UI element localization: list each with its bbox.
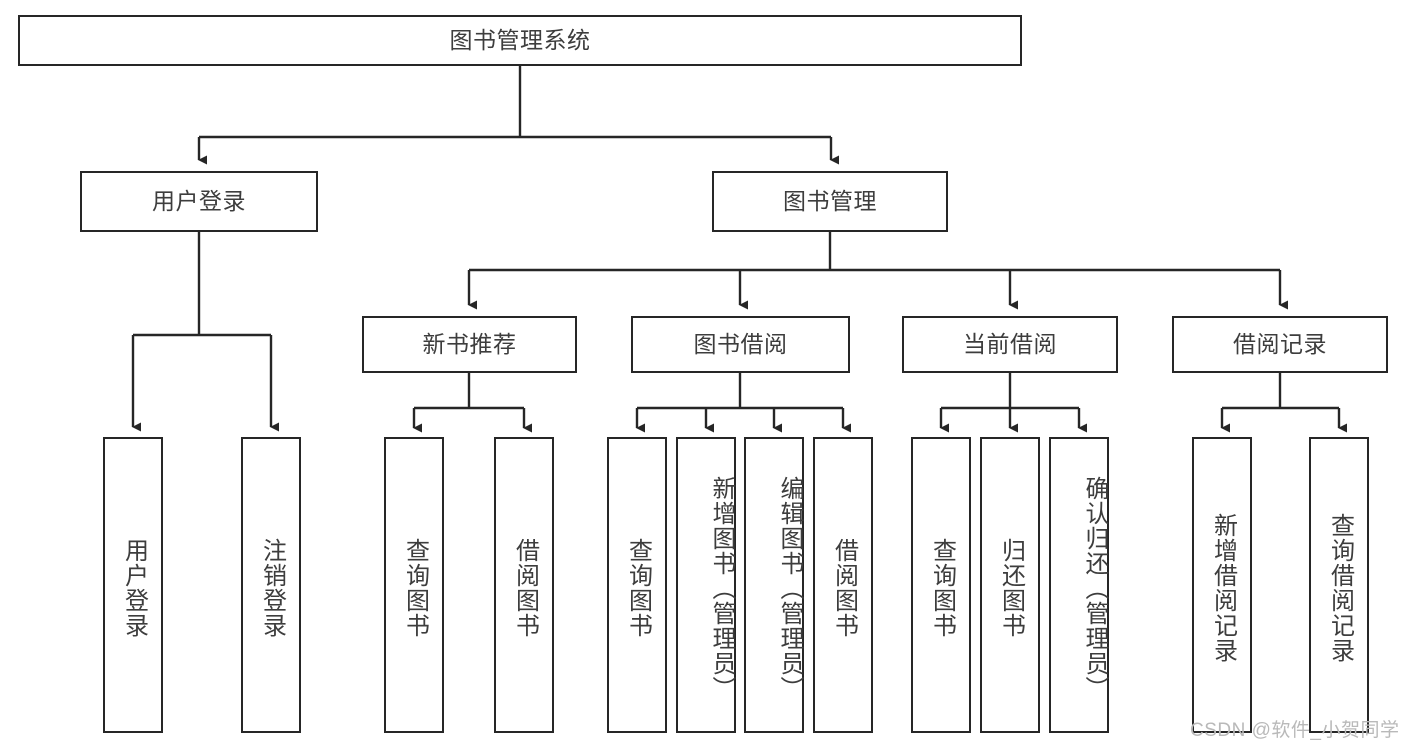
node-book-management[interactable]: 图书管理	[712, 171, 948, 232]
leaf-book-borrow-query-book[interactable]: 查询图书	[607, 437, 667, 733]
node-new-book-recommend[interactable]: 新书推荐	[362, 316, 577, 373]
node-borrow-records[interactable]: 借阅记录	[1172, 316, 1388, 373]
leaf-new-book-query-book[interactable]: 查询图书	[384, 437, 444, 733]
leaf-current-borrow-query-book[interactable]: 查询图书	[911, 437, 971, 733]
leaf-new-book-borrow-book[interactable]: 借阅图书	[494, 437, 554, 733]
leaf-book-borrow-edit-book-admin[interactable]: 编辑图书（管理员）	[744, 437, 804, 733]
node-user-login[interactable]: 用户登录	[80, 171, 318, 232]
leaf-book-borrow-borrow-book[interactable]: 借阅图书	[813, 437, 873, 733]
node-root-book-management-system[interactable]: 图书管理系统	[18, 15, 1022, 66]
leaf-current-borrow-return-book[interactable]: 归还图书	[980, 437, 1040, 733]
leaf-records-add-record[interactable]: 新增借阅记录	[1192, 437, 1252, 733]
node-current-borrow[interactable]: 当前借阅	[902, 316, 1118, 373]
leaf-records-query-record[interactable]: 查询借阅记录	[1309, 437, 1369, 733]
leaf-user-login-login[interactable]: 用户登录	[103, 437, 163, 733]
leaf-user-login-logout[interactable]: 注销登录	[241, 437, 301, 733]
node-book-borrow[interactable]: 图书借阅	[631, 316, 850, 373]
leaf-current-borrow-confirm-return-admin[interactable]: 确认归还（管理员）	[1049, 437, 1109, 733]
csdn-watermark: CSDN @软件_小贺同学	[1190, 720, 1400, 741]
leaf-book-borrow-add-book-admin[interactable]: 新增图书（管理员）	[676, 437, 736, 733]
